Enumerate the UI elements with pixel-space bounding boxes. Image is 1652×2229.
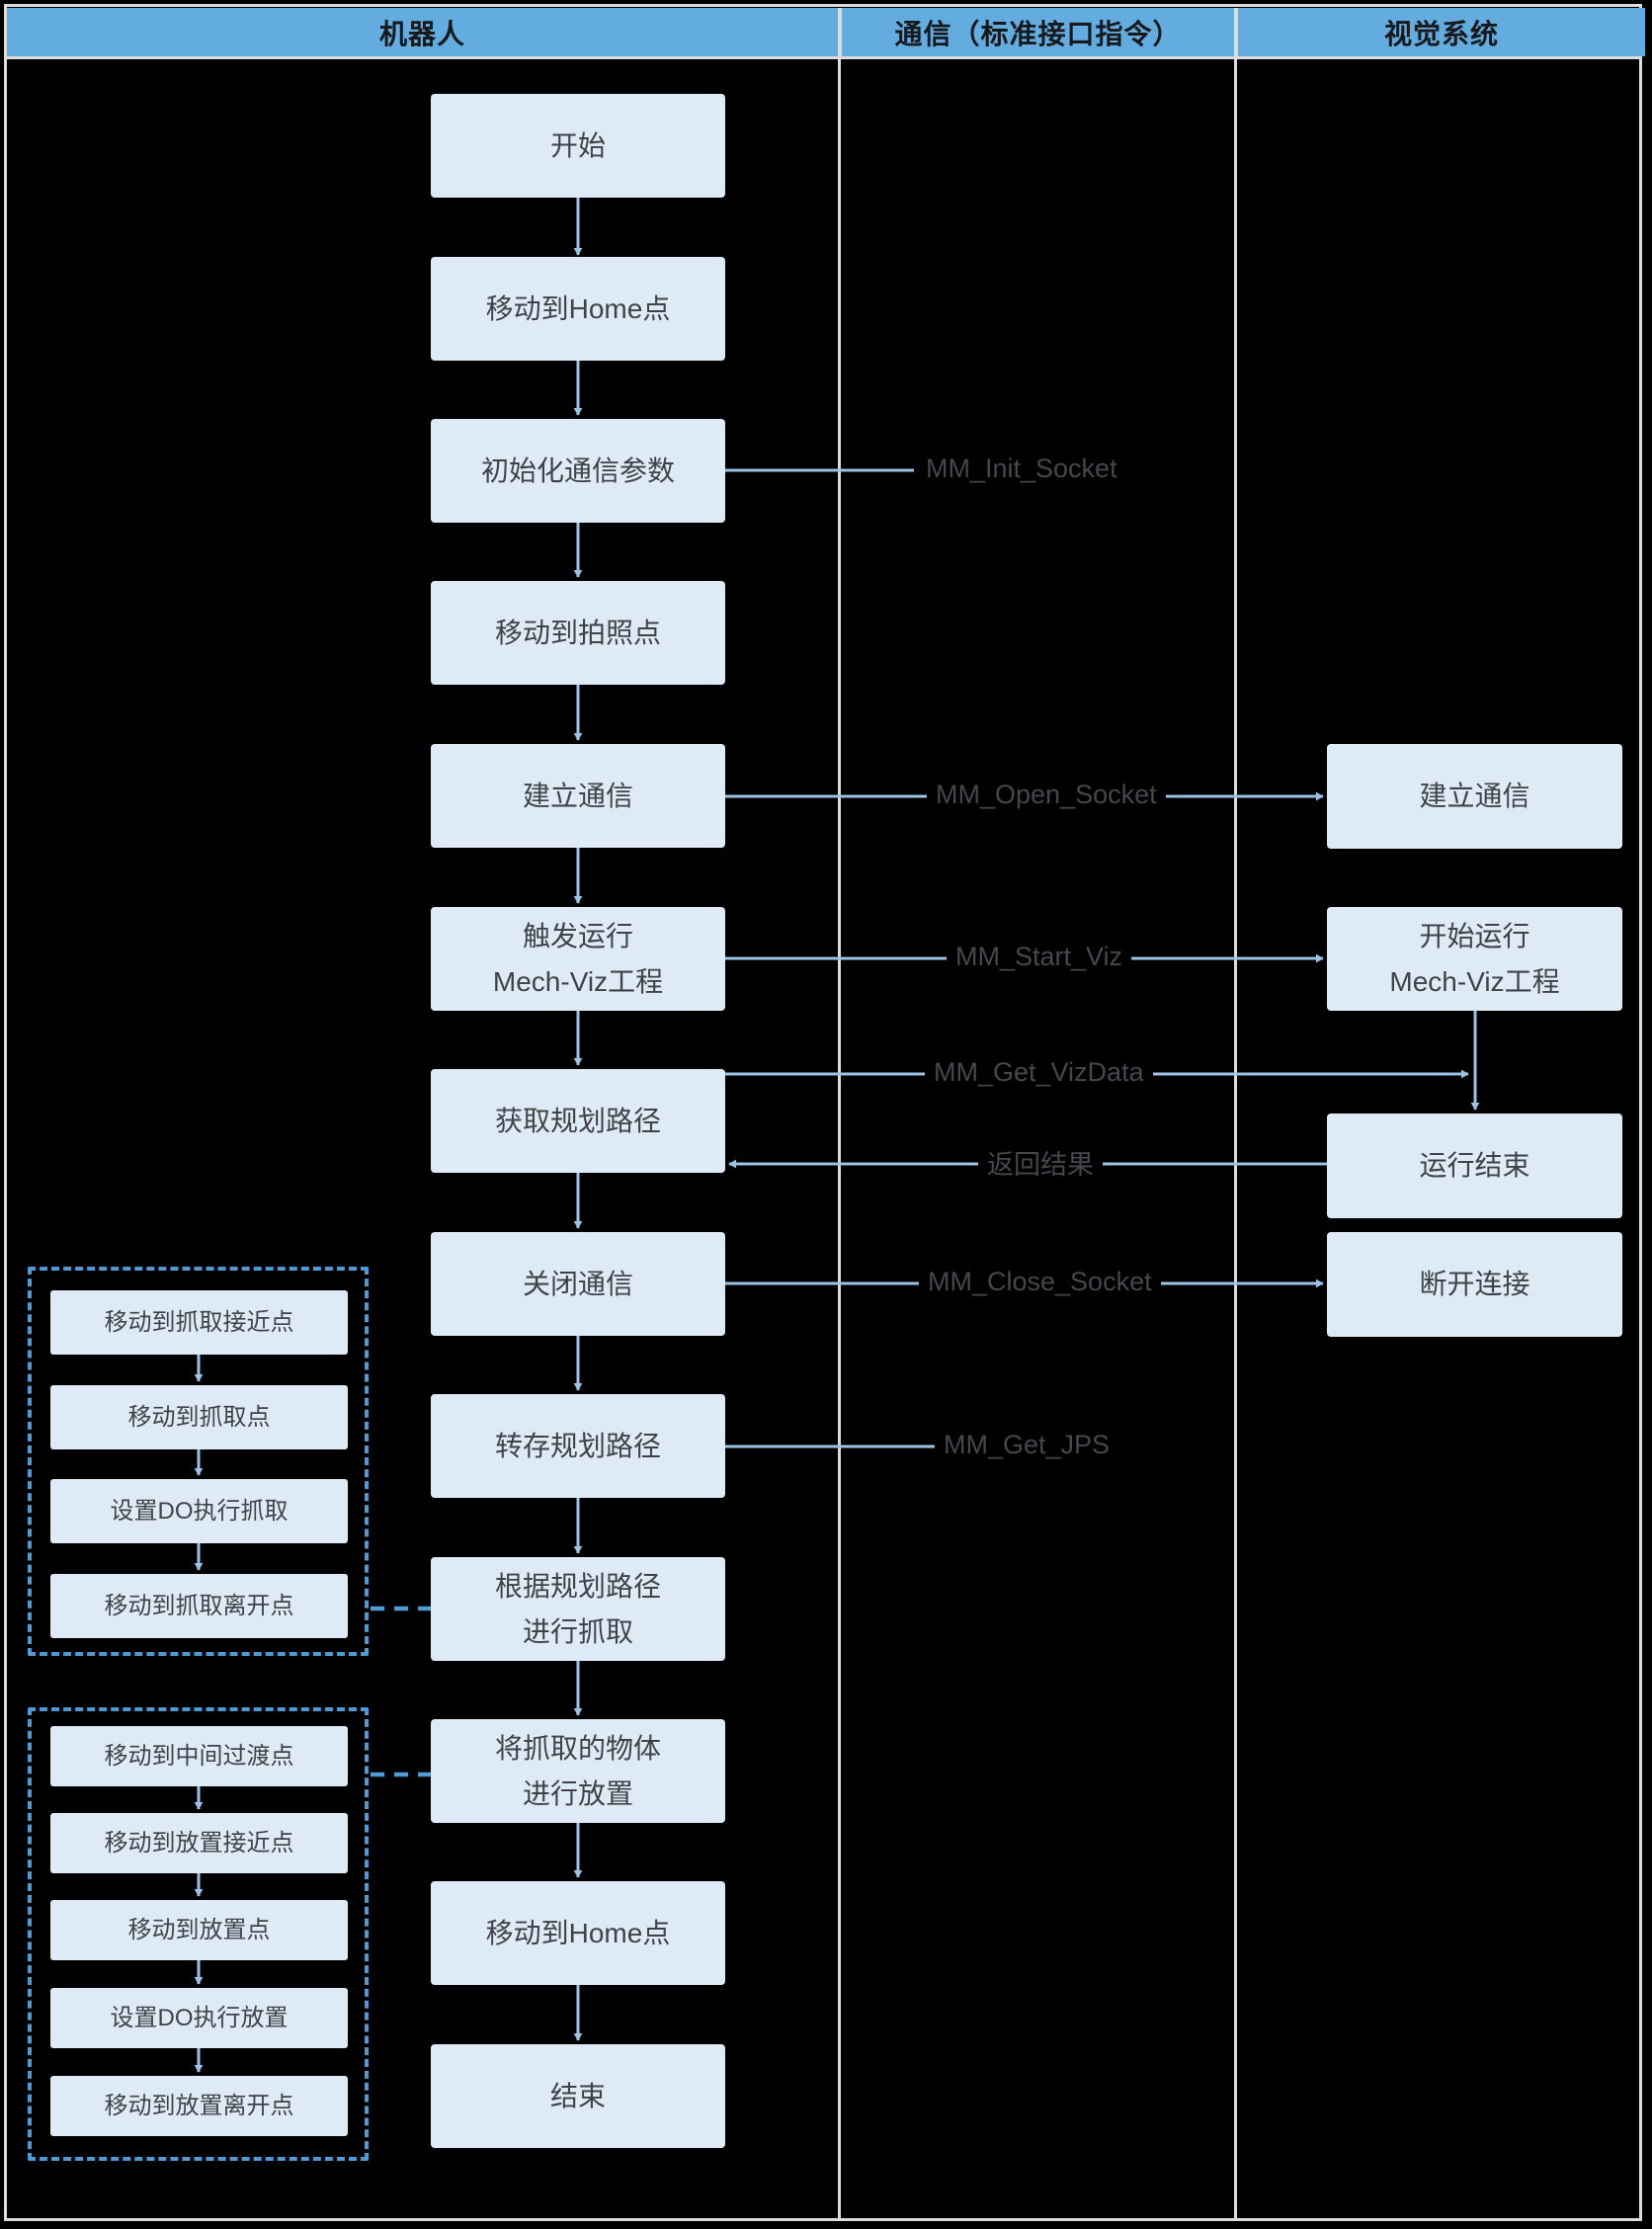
lane-divider bbox=[838, 56, 841, 2221]
lane-header-vision-label: 视觉系统 bbox=[1383, 18, 1499, 49]
vision-node-start-mechviz: 开始运行 Mech-Viz工程 bbox=[1327, 907, 1622, 1011]
flow-node-move-capture: 移动到拍照点 bbox=[431, 581, 725, 685]
vision-node-disconnect: 断开连接 bbox=[1327, 1232, 1622, 1337]
comm-label-mm-get-jps: MM_Get_JPS bbox=[935, 1428, 1119, 1463]
flow-node-close-comm: 关闭通信 bbox=[431, 1232, 725, 1336]
lane-header-vision: 视觉系统 bbox=[1238, 8, 1645, 56]
lane-header-robot: 机器人 bbox=[7, 8, 838, 56]
flow-node-place-object: 将抓取的物体 进行放置 bbox=[431, 1719, 725, 1823]
flow-node-get-planned-path: 获取规划路径 bbox=[431, 1069, 725, 1173]
header-underline bbox=[4, 56, 1642, 59]
flow-node-end: 结束 bbox=[431, 2044, 725, 2148]
flow-node-move-home-2: 移动到Home点 bbox=[431, 1881, 725, 1985]
flow-node-init-comm-params: 初始化通信参数 bbox=[431, 419, 725, 523]
lane-divider bbox=[1234, 56, 1237, 2221]
place-node-approach: 移动到放置接近点 bbox=[50, 1813, 348, 1873]
flow-node-trigger-mechviz: 触发运行 Mech-Viz工程 bbox=[431, 907, 725, 1011]
place-node-intermediate: 移动到中间过渡点 bbox=[50, 1726, 348, 1786]
comm-label-return-result: 返回结果 bbox=[978, 1140, 1103, 1184]
comm-label-mm-start-viz: MM_Start_Viz bbox=[947, 940, 1132, 975]
comm-label-mm-init-socket: MM_Init_Socket bbox=[917, 452, 1126, 487]
place-node-depart: 移动到放置离开点 bbox=[50, 2076, 348, 2136]
place-group-frame bbox=[28, 1707, 369, 2161]
place-node-set-do: 设置DO执行放置 bbox=[50, 1988, 348, 2048]
vision-node-open-comm: 建立通信 bbox=[1327, 744, 1622, 849]
comm-label-mm-close-socket: MM_Close_Socket bbox=[919, 1265, 1161, 1300]
grasp-group-frame bbox=[28, 1267, 369, 1656]
lane-header-robot-label: 机器人 bbox=[378, 18, 465, 49]
grasp-node-approach: 移动到抓取接近点 bbox=[50, 1290, 348, 1355]
flow-node-start: 开始 bbox=[431, 94, 725, 198]
place-node-place-point: 移动到放置点 bbox=[50, 1900, 348, 1960]
flow-node-open-comm: 建立通信 bbox=[431, 744, 725, 848]
comm-label-mm-get-vizdata: MM_Get_VizData bbox=[925, 1055, 1153, 1091]
chart-outer-frame bbox=[4, 4, 1642, 2221]
header-separator bbox=[1234, 8, 1238, 56]
comm-label-mm-open-socket: MM_Open_Socket bbox=[927, 778, 1166, 813]
flow-node-save-path: 转存规划路径 bbox=[431, 1394, 725, 1498]
vision-node-run-finished: 运行结束 bbox=[1327, 1114, 1622, 1218]
grasp-node-grasp-point: 移动到抓取点 bbox=[50, 1385, 348, 1449]
flow-node-grasp-by-path: 根据规划路径 进行抓取 bbox=[431, 1557, 725, 1661]
grasp-node-depart: 移动到抓取离开点 bbox=[50, 1574, 348, 1638]
flow-node-move-home-1: 移动到Home点 bbox=[431, 257, 725, 361]
lane-header-comm-label: 通信（标准接口指令） bbox=[894, 18, 1182, 49]
lane-header-comm: 通信（标准接口指令） bbox=[842, 8, 1234, 56]
header-separator bbox=[838, 8, 842, 56]
grasp-node-set-do: 设置DO执行抓取 bbox=[50, 1479, 348, 1543]
